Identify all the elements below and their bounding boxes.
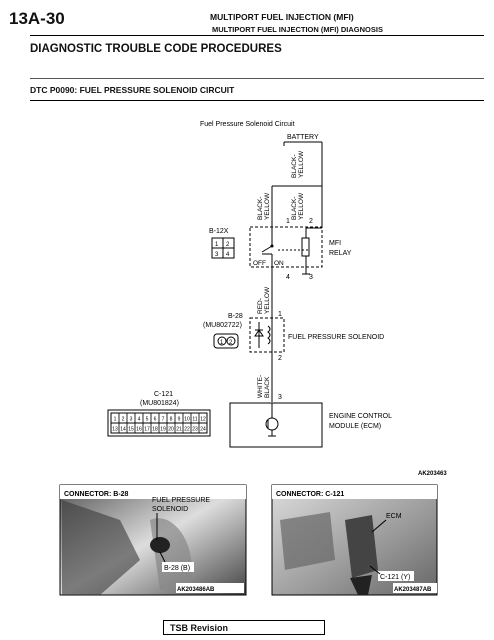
wire-label-white-black: WHITE- BLACK [257,375,271,398]
svg-text:BLACK-: BLACK- [291,155,298,178]
relay-label-mfi: MFI [329,240,341,247]
svg-text:3: 3 [215,252,219,258]
diagram-figure-id: AK203463 [418,471,447,477]
ecm-connector-pin: 16 [136,427,142,433]
solenoid-box [249,317,285,353]
svg-text:2: 2 [229,340,233,346]
relay-pin-4: 4 [286,274,290,281]
header-rule [30,35,484,36]
svg-text:BLACK: BLACK [264,376,271,398]
relay-label-relay: RELAY [329,250,352,257]
photo-right-callout-2: C-121 (Y) [380,574,410,581]
ecm-box [229,402,323,448]
ecm-connector-pin: 2 [122,417,125,423]
ecm-connector-pin: 19 [160,427,166,433]
ecm-label-1: ENGINE CONTROL [329,413,392,420]
svg-text:BLACK-: BLACK- [291,197,298,220]
svg-text:BLACK-: BLACK- [257,197,264,220]
svg-text:YELLOW: YELLOW [264,192,271,220]
relay-pin-1: 1 [286,218,290,225]
photo-left-callout-2: SOLENOID [152,506,188,513]
solenoid-photo-connector [150,537,170,553]
photo-right-title: CONNECTOR: C-121 [276,491,344,498]
ecm-connector-pin: 14 [120,427,126,433]
relay-connector-label: B-12X [209,228,229,235]
ecm-connector-pin: 10 [184,417,190,423]
svg-text:2: 2 [226,242,230,248]
solenoid-connector-icon [213,333,239,349]
svg-text:RED-: RED- [257,298,264,314]
ecm-connector-pin: 13 [112,427,118,433]
ecm-connector-pin: 15 [128,427,134,433]
section-number: 13A-30 [9,9,65,28]
ecm-connector-pin: 18 [152,427,158,433]
relay-switch [261,245,273,253]
solenoid-pin-2: 2 [278,355,282,362]
photo-right-figure-id: AK203487AB [394,587,432,593]
photo-left-title: CONNECTOR: B-28 [64,491,129,498]
ecm-connector-pin-cell [198,422,208,434]
ecm-connector-part: (MU801824) [140,400,179,407]
photo-left-callout-1: FUEL PRESSURE [152,497,210,504]
diagram-title: Fuel Pressure Solenoid Circuit [200,121,295,128]
page-title: DIAGNOSTIC TROUBLE CODE PROCEDURES [30,43,282,55]
ecm-connector-pin: 5 [146,417,149,423]
ecm-connector-pin: 12 [200,417,206,423]
ecm-photo-connector [345,515,378,578]
ecm-label-2: MODULE (ECM) [329,423,381,430]
ecm-pin-3: 3 [278,394,282,401]
solenoid-coil-icon [267,325,271,345]
svg-text:YELLOW: YELLOW [264,286,271,314]
photo-left-callout-3: B-28 (B) [164,565,190,572]
photo-left-figure-id: AK203486AB [177,587,215,593]
ecm-connector-pin: 6 [154,417,157,423]
solenoid-pin-1: 1 [278,311,282,318]
svg-text:YELLOW: YELLOW [298,192,305,220]
svg-text:4: 4 [226,252,230,258]
header-line-2: MULTIPORT FUEL INJECTION (MFI) DIAGNOSIS [212,25,383,34]
relay-pin-3: 3 [309,274,313,281]
svg-text:1: 1 [220,340,224,346]
header-line-1: MULTIPORT FUEL INJECTION (MFI) [210,12,354,22]
ecm-connector-pin: 8 [170,417,173,423]
ecm-connector-label: C-121 [154,391,173,398]
solenoid-connector-label: B-28 [228,313,243,320]
svg-text:YELLOW: YELLOW [298,150,305,178]
relay-off-label: OFF [253,260,266,267]
ecm-connector-pin: 11 [192,417,197,423]
ecm-connector-pin: 17 [144,427,150,433]
ecm-connector-pin: 1 [114,417,117,423]
ecm-connector-pin: 24 [200,427,206,433]
ecm-connector-pin: 21 [176,427,182,433]
ecm-connector-pin: 3 [130,417,133,423]
title-rule [30,78,484,79]
battery-label: BATTERY [287,134,319,141]
ecm-connector-pin: 22 [184,427,190,433]
wire-label-red-yellow: RED- YELLOW [257,286,271,314]
tsb-revision-box: TSB Revision [163,620,325,635]
solenoid-connector-part: (MU802722) [203,322,242,329]
wire-label-black-yellow-left: BLACK- YELLOW [257,192,271,220]
wire-label-black-yellow-right: BLACK- YELLOW [291,192,305,220]
mfi-relay-box [249,226,323,268]
solenoid-label: FUEL PRESSURE SOLENOID [288,334,384,341]
photo-right-callout-1: ECM [386,513,402,520]
dtc-rule [30,100,484,101]
svg-text:WHITE-: WHITE- [257,375,264,398]
ecm-connector-pin: 23 [192,427,198,433]
ecm-connector-pin: 7 [162,417,165,423]
ecm-connector-pin: 9 [178,417,181,423]
ecm-connector-pin: 20 [168,427,174,433]
relay-on-label: ON [274,260,284,267]
relay-pin-2: 2 [309,218,313,225]
ecm-connector-pin: 4 [138,417,141,423]
svg-text:1: 1 [215,242,219,248]
wire-label-black-yellow-top: BLACK- YELLOW [291,150,305,178]
dtc-title: DTC P0090: FUEL PRESSURE SOLENOID CIRCUI… [30,85,235,95]
